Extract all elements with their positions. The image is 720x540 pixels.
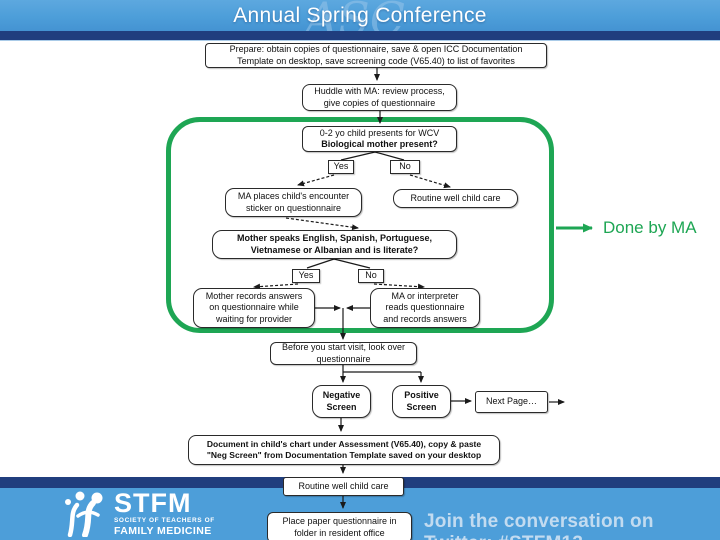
flow-node-before-visit: Before you start visit, look over questi… [270, 342, 417, 365]
stfm-figures-icon [65, 491, 103, 537]
flow-node-wcv-decision: 0-2 yo child presents for WCV Biological… [302, 126, 457, 152]
flow-node-yes-2: Yes [292, 269, 320, 283]
flow-node-ma-places-sticker: MA places child's encounter sticker on q… [225, 188, 362, 217]
flow-node-prepare: Prepare: obtain copies of questionnaire,… [205, 43, 547, 68]
flow-node-routine-care-2: Routine well child care [283, 477, 404, 496]
twitter-hashtag-text: Join the conversation on Twitter: #STFM1… [424, 511, 654, 540]
flow-node-routine-care-1: Routine well child care [393, 189, 518, 208]
slide-title: Annual Spring Conference [233, 4, 487, 27]
stfm-subtitle-2: FAMILY MEDICINE [114, 524, 212, 537]
flow-node-ma-interpreter: MA or interpreter reads questionnaire an… [370, 288, 480, 328]
flow-node-no-1: No [390, 160, 420, 174]
header-divider [0, 31, 720, 41]
flow-node-positive-screen: Positive Screen [392, 385, 451, 418]
flow-node-document-chart: Document in child's chart under Assessme… [188, 435, 500, 465]
flow-node-huddle: Huddle with MA: review process, give cop… [302, 84, 457, 111]
stfm-subtitle-1: SOCIETY OF TEACHERS OF [114, 517, 215, 524]
flow-node-place-questionnaire: Place paper questionnaire in folder in r… [267, 512, 412, 540]
flow-node-no-2: No [358, 269, 384, 283]
flow-node-next-page: Next Page… [475, 391, 548, 413]
flow-node-mother-records: Mother records answers on questionnaire … [193, 288, 315, 328]
flow-node-negative-screen: Negative Screen [312, 385, 371, 418]
flow-node-mother-speaks-decision: Mother speaks English, Spanish, Portugue… [212, 230, 457, 259]
flow-node-yes-1: Yes [328, 160, 354, 174]
done-by-ma-label: Done by MA [603, 218, 697, 237]
stfm-logo: STFM SOCIETY OF TEACHERS OF FAMILY MEDIC… [58, 489, 215, 537]
stfm-acronym: STFM [114, 488, 192, 518]
ma-tasks-highlight-outline [166, 117, 554, 333]
